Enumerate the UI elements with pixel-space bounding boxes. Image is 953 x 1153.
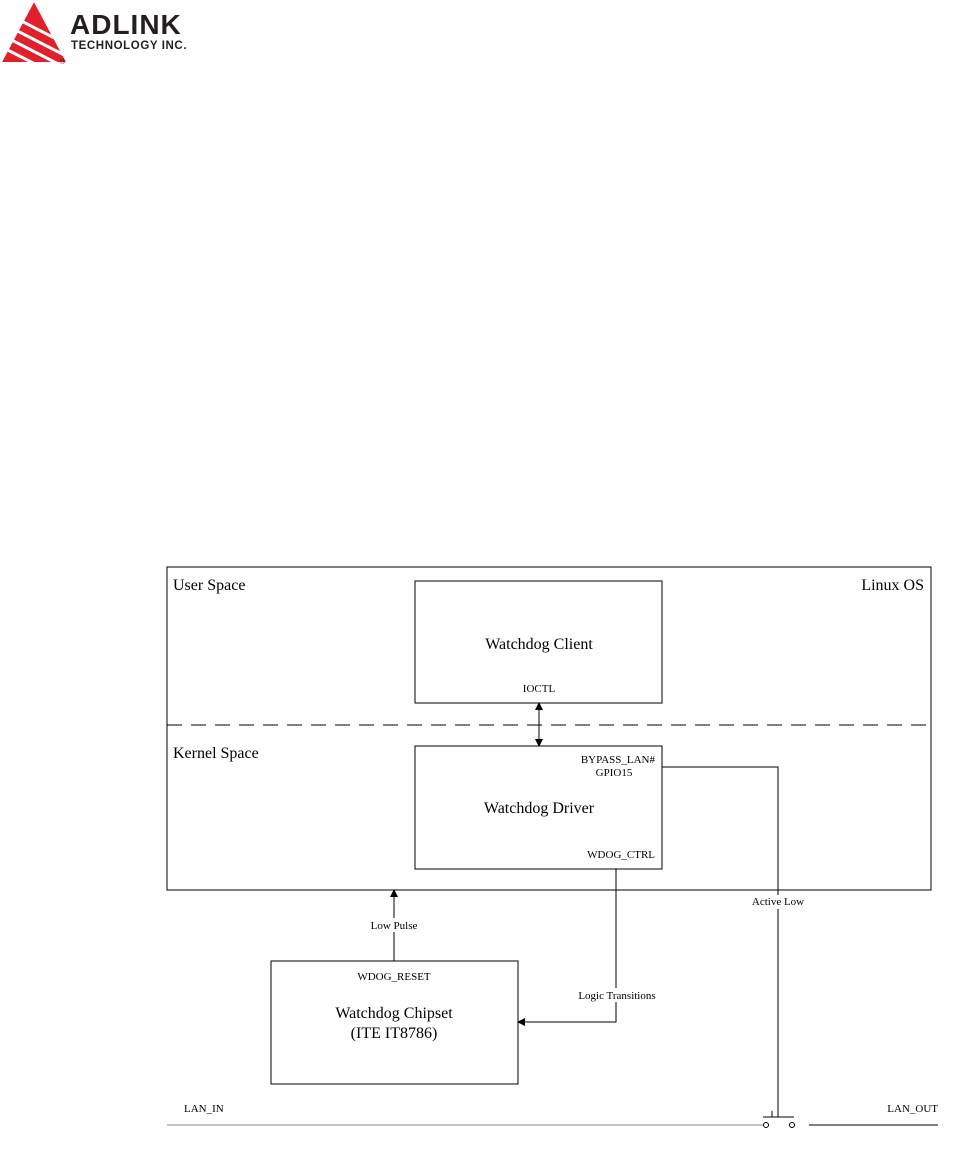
gpio15-label: GPIO15 [596,767,633,779]
kernel-space-label: Kernel Space [173,745,259,762]
lan-bypass-switch [763,1111,795,1128]
adlink-logo: ADLINK TECHNOLOGY INC. ® [2,2,187,66]
logic-transitions-arrow [517,869,617,1026]
watchdog-client-block: Watchdog Client IOCTL [414,580,663,704]
bypass-lan-line [662,766,779,1117]
logic-transitions-label: Logic Transitions [578,990,655,1002]
low-pulse-label: Low Pulse [371,920,418,932]
watchdog-chipset-block: WDOG_RESET Watchdog Chipset (ITE IT8786) [270,960,519,1085]
logo-registered: ® [60,58,66,66]
watchdog-driver-title: Watchdog Driver [484,800,595,817]
os-label: Linux OS [861,577,924,594]
watchdog-chipset-title: Watchdog Chipset [335,1005,453,1022]
logo-brand: ADLINK [70,9,182,40]
watchdog-client-title: Watchdog Client [485,636,593,653]
lan-in-label: LAN_IN [184,1103,224,1115]
os-boundary-box [166,566,932,891]
logo-tagline: TECHNOLOGY INC. [71,40,187,52]
wdog-ctrl-label: WDOG_CTRL [587,849,655,861]
wdog-reset-label: WDOG_RESET [357,971,431,983]
lan-out-label: LAN_OUT [887,1103,938,1115]
watchdog-driver-block: BYPASS_LAN# GPIO15 Watchdog Driver WDOG_… [414,745,663,870]
watchdog-chipset-model: (ITE IT8786) [351,1025,438,1042]
ioctl-label: IOCTL [523,683,556,695]
user-space-label: User Space [173,577,245,594]
active-low-label: Active Low [752,896,804,908]
bypass-lan-label: BYPASS_LAN# [581,754,656,766]
